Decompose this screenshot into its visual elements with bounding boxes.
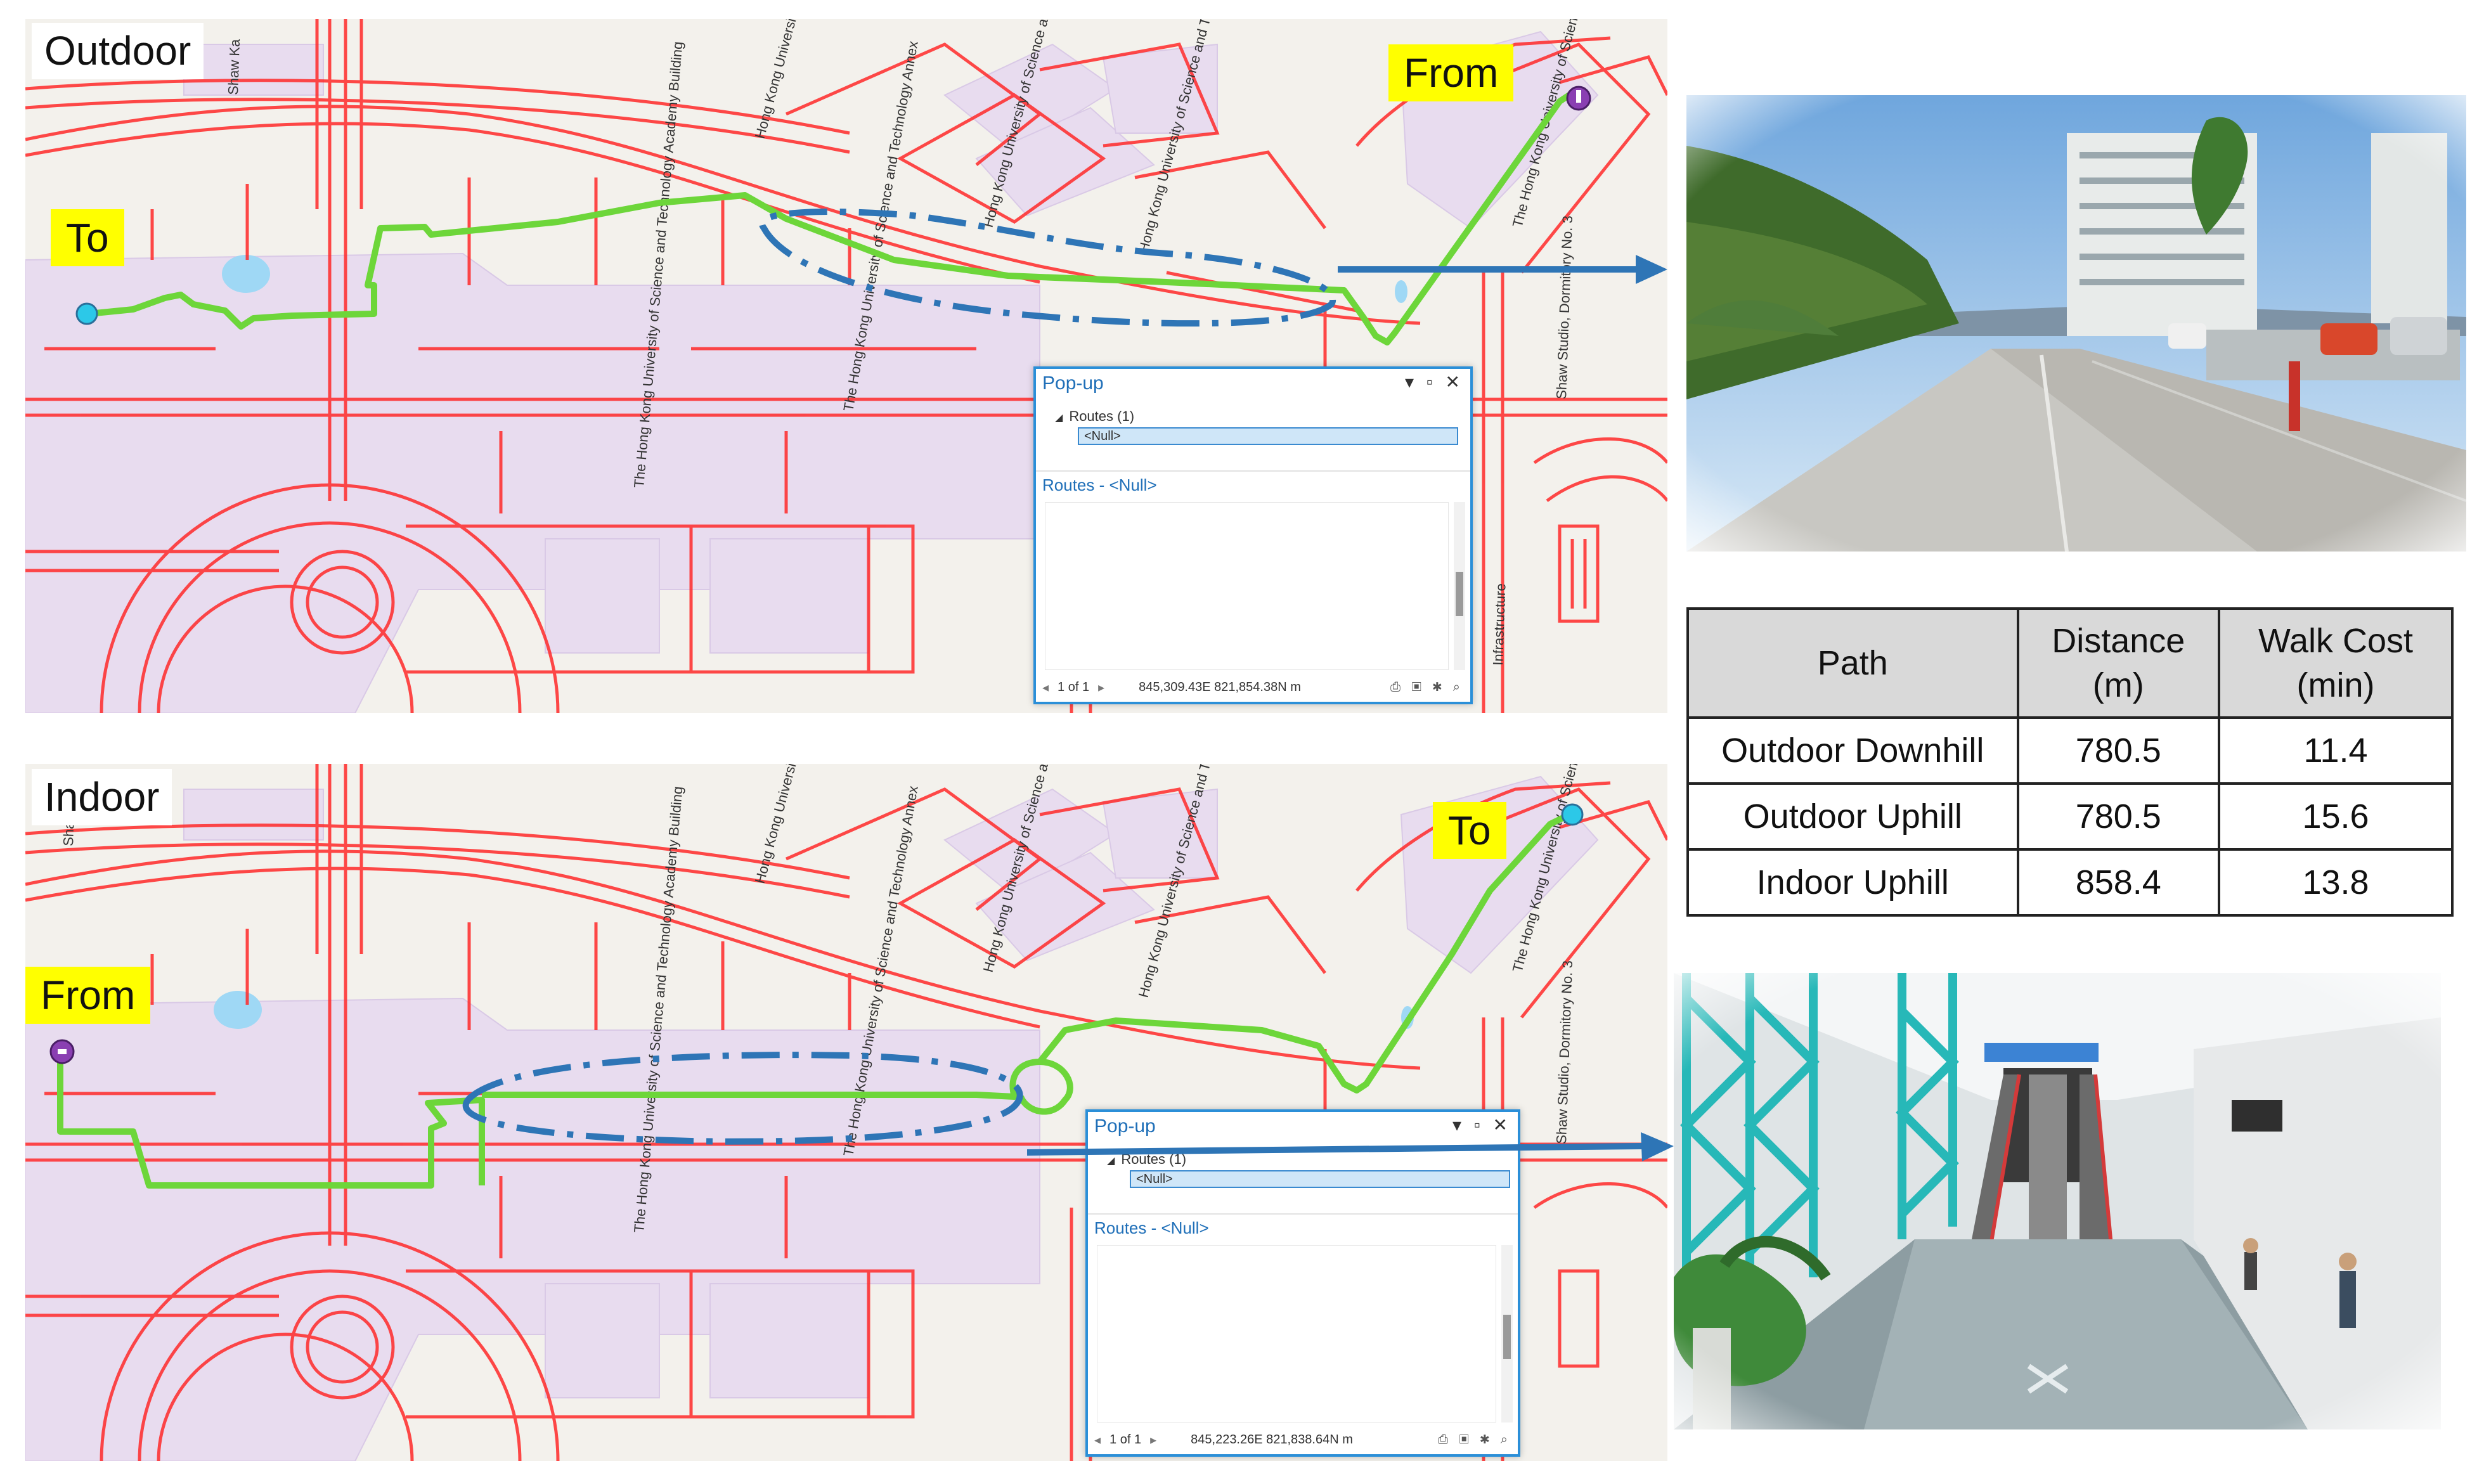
popup-window-controls[interactable]: ▾ ▫ ✕: [1405, 372, 1464, 392]
header-walk-cost-text: Walk Cost (min): [2258, 621, 2414, 704]
row-distance: 780.5: [2016, 716, 2221, 785]
popup-scrollbar[interactable]: [1454, 502, 1465, 670]
indoor-end-marker[interactable]: [1561, 803, 1584, 826]
next-arrow-icon[interactable]: ▸: [1098, 680, 1105, 695]
indoor-map[interactable]: Hong Kong University of Science and Tech…: [25, 764, 1667, 1461]
outdoor-photo-illustration: [1686, 95, 2466, 552]
walk-cost-table: Path Distance (m) Walk Cost (min) Outdoo…: [1686, 607, 2454, 917]
row-path: Indoor Uphill: [1686, 848, 2019, 917]
popup-tree-group-label: Routes (1): [1069, 408, 1135, 424]
header-distance: Distance (m): [2016, 607, 2221, 719]
label-infrastructure: Infrastructure: [1490, 583, 1509, 666]
popup-section-title: Routes - <Null>: [1094, 1218, 1209, 1237]
prev-arrow-icon[interactable]: ◂: [1094, 1433, 1101, 1447]
outdoor-panel-label: Outdoor: [32, 23, 204, 79]
indoor-to-label: To: [1433, 802, 1506, 860]
popup-scroll-thumb[interactable]: [1456, 572, 1463, 616]
label-shaw-dormitory: Shaw Studio, Dormitory No. 3: [1553, 216, 1575, 399]
popup-record-nav: 1 of 1: [1058, 680, 1090, 694]
header-walk-cost: Walk Cost (min): [2218, 607, 2454, 719]
indoor-escalator-photo: [1674, 973, 2441, 1429]
popup-coordinates: 845,309.43E 821,854.38N m: [1139, 680, 1301, 694]
row-path: Outdoor Uphill: [1686, 782, 2019, 851]
row-walk-cost: 13.8: [2218, 848, 2454, 917]
prev-arrow-icon[interactable]: ◂: [1042, 680, 1049, 695]
table-row: Outdoor Downhill 780.5 11.4: [1686, 716, 2454, 785]
popup-status-bar: ◂ 1 of 1 ▸ 845,223.26E 821,838.64N m ⎙ ▣…: [1094, 1429, 1511, 1450]
collapse-triangle-icon[interactable]: ◢: [1107, 1156, 1115, 1166]
outdoor-end-marker[interactable]: [75, 302, 98, 325]
label-tower-c: Hong Kong University of Science and Tech…: [752, 764, 860, 885]
popup-tree-item-selected[interactable]: <Null>: [1130, 1170, 1510, 1188]
table-row: Indoor Uphill 858.4 13.8: [1686, 848, 2454, 917]
popup-title: Pop-up: [1042, 373, 1104, 394]
outdoor-to-label: To: [51, 209, 124, 267]
outdoor-start-marker[interactable]: [1566, 86, 1591, 111]
row-distance: 858.4: [2016, 848, 2221, 917]
popup-scroll-thumb[interactable]: [1503, 1315, 1511, 1359]
popup-section-title: Routes - <Null>: [1042, 475, 1157, 494]
popup-record-nav: 1 of 1: [1109, 1432, 1142, 1447]
popup-content-area: [1045, 502, 1449, 670]
table-row: Outdoor Uphill 780.5 15.6: [1686, 782, 2454, 851]
outdoor-from-label: From: [1388, 44, 1514, 102]
popup-window-controls[interactable]: ▾ ▫ ✕: [1452, 1115, 1511, 1135]
popup-tree-item-selected[interactable]: <Null>: [1078, 427, 1458, 445]
row-walk-cost: 15.6: [2218, 782, 2454, 851]
indoor-photo-illustration: [1674, 973, 2441, 1429]
popup-divider: [1088, 1213, 1518, 1215]
row-walk-cost: 11.4: [2218, 716, 2454, 785]
popup-tool-icons[interactable]: ⎙ ▣ ✱ ⌕: [1390, 680, 1464, 694]
header-distance-text: Distance (m): [2052, 621, 2185, 704]
row-path: Outdoor Downhill: [1686, 716, 2019, 785]
indoor-highlight-ellipse: [462, 1052, 1023, 1145]
row-distance: 780.5: [2016, 782, 2221, 851]
popup-content-area: [1097, 1245, 1496, 1423]
popup-tool-icons[interactable]: ⎙ ▣ ✱ ⌕: [1438, 1432, 1511, 1447]
header-path-text: Path: [1817, 643, 1888, 682]
outdoor-popup[interactable]: Pop-up ▾ ▫ ✕ ◢ Routes (1) <Null> Routes -…: [1033, 366, 1473, 704]
popup-coordinates: 845,223.26E 821,838.64N m: [1191, 1432, 1353, 1447]
indoor-callout-arrow: [1027, 1132, 1674, 1161]
popup-tree-group[interactable]: ◢ Routes (1): [1055, 408, 1134, 425]
indoor-start-marker[interactable]: [49, 1039, 75, 1064]
indoor-popup[interactable]: Pop-up ▾ ▫ ✕ ◢Routes (1) <Null> Routes -…: [1085, 1109, 1520, 1457]
outdoor-street-photo: [1686, 95, 2466, 552]
label-tower-c: Hong Kong University of Science and Tech…: [752, 19, 860, 140]
label-shaw-top: Shaw Ka: [225, 39, 243, 96]
outdoor-map[interactable]: Hong Kong University of Science and Tech…: [25, 19, 1667, 713]
outdoor-route-line: [88, 86, 1581, 345]
popup-title: Pop-up: [1094, 1116, 1156, 1137]
indoor-route-line: [57, 810, 1574, 1189]
popup-scrollbar[interactable]: [1501, 1245, 1513, 1423]
label-shaw-dormitory: Shaw Studio, Dormitory No. 3: [1553, 960, 1575, 1144]
indoor-from-label: From: [25, 967, 151, 1024]
outdoor-map-graphics: Hong Kong University of Science and Tech…: [25, 19, 1667, 713]
next-arrow-icon[interactable]: ▸: [1150, 1433, 1157, 1447]
outdoor-callout-arrow: [1338, 255, 1667, 284]
popup-status-bar: ◂ 1 of 1 ▸ 845,309.43E 821,854.38N m ⎙ ▣…: [1042, 676, 1464, 698]
indoor-panel-label: Indoor: [32, 769, 172, 825]
table-header-row: Path Distance (m) Walk Cost (min): [1686, 607, 2454, 719]
popup-divider: [1036, 470, 1470, 472]
header-path: Path: [1686, 607, 2019, 719]
collapse-triangle-icon[interactable]: ◢: [1055, 413, 1063, 423]
